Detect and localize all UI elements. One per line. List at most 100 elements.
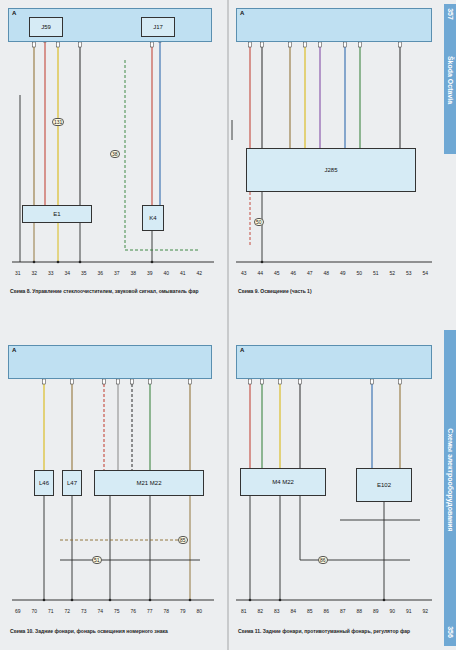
component-code: K4 xyxy=(149,215,156,222)
splice-dot xyxy=(149,599,152,602)
fuse-terminal xyxy=(43,379,46,384)
component-code: A xyxy=(12,10,16,17)
wire xyxy=(300,496,301,560)
splice-dot xyxy=(33,261,36,264)
fuse-terminal xyxy=(249,379,252,384)
terminal-number: 70 xyxy=(31,608,39,614)
terminal-number: 34 xyxy=(64,270,72,276)
fuse-terminal xyxy=(189,379,192,384)
wire-connector xyxy=(45,37,46,205)
terminal-number: 82 xyxy=(257,608,265,614)
fuse-terminal xyxy=(57,42,60,47)
control-unit-band: A J59 J17 xyxy=(8,8,212,42)
terminal-number: 44 xyxy=(257,270,265,276)
callout-number: 51 xyxy=(92,556,102,564)
component-code: J17 xyxy=(153,24,163,31)
wire-connector xyxy=(72,379,73,470)
page-number: 357 xyxy=(446,8,454,20)
terminal-number: 72 xyxy=(64,608,72,614)
wire-connector xyxy=(345,42,346,148)
terminal-number: 42 xyxy=(196,270,204,276)
ground-bus xyxy=(236,261,432,262)
terminal-number: 32 xyxy=(31,270,39,276)
wire-connector xyxy=(80,42,81,205)
wire xyxy=(110,496,111,600)
terminal-number: 52 xyxy=(389,270,397,276)
fuse-terminal xyxy=(359,42,362,47)
figure-caption: Схема 9. Освещение (часть 1) xyxy=(238,288,443,294)
component-code: E1 xyxy=(53,211,60,218)
component-code: A xyxy=(240,10,244,17)
component-code: E102 xyxy=(377,482,391,489)
splice-dot xyxy=(109,599,112,602)
ground-bus xyxy=(12,599,214,600)
component-box: E1 xyxy=(22,205,92,223)
terminal-number: 90 xyxy=(389,608,397,614)
wire xyxy=(60,540,190,541)
wire-connector xyxy=(250,42,251,148)
fuse-terminal xyxy=(371,379,374,384)
terminal-number: 40 xyxy=(163,270,171,276)
wire-connector xyxy=(305,42,306,148)
terminal-number: 75 xyxy=(113,608,121,614)
component-box: L46 xyxy=(34,470,54,496)
page-fold xyxy=(227,0,229,650)
fuse-terminal xyxy=(279,379,282,384)
wire-connector xyxy=(152,42,153,205)
book-title: Škoda Octavia xyxy=(446,56,454,104)
terminal-number: 47 xyxy=(306,270,314,276)
terminal-number: 79 xyxy=(179,608,187,614)
fuse-terminal xyxy=(71,379,74,384)
terminal-number: 38 xyxy=(130,270,138,276)
terminal-number: 51 xyxy=(372,270,380,276)
wire xyxy=(262,192,263,262)
wire xyxy=(58,223,59,262)
terminal-number: 83 xyxy=(273,608,281,614)
wire-connector xyxy=(400,42,401,148)
wire xyxy=(150,496,151,600)
wire xyxy=(232,120,233,140)
terminal-number: 73 xyxy=(80,608,88,614)
callout-number: 86 xyxy=(318,556,328,564)
terminal-number: 87 xyxy=(339,608,347,614)
fuse-terminal xyxy=(33,42,36,47)
section-title: Схемы электрооборудования xyxy=(446,428,454,531)
component-box: J17 xyxy=(141,17,175,37)
wire xyxy=(44,496,45,600)
terminal-number: 80 xyxy=(196,608,204,614)
component-code: J285 xyxy=(324,167,337,174)
figure-caption: Схема 11. Задние фонари, противотуманный… xyxy=(238,628,443,634)
page-number: 356 xyxy=(446,626,454,638)
wire-connector xyxy=(250,379,251,468)
terminal-number: 69 xyxy=(14,608,22,614)
terminal-number: 37 xyxy=(113,270,121,276)
wire xyxy=(152,231,153,262)
fuse-terminal xyxy=(117,379,120,384)
component-code: J59 xyxy=(41,24,51,31)
terminal-number: 41 xyxy=(179,270,187,276)
wire xyxy=(280,496,281,600)
fuse-terminal xyxy=(261,379,264,384)
wire xyxy=(125,250,200,251)
fuse-terminal xyxy=(149,379,152,384)
control-unit-band: A xyxy=(236,8,432,42)
component-code: A xyxy=(240,347,244,354)
terminal-number: 39 xyxy=(146,270,154,276)
terminal-number: 46 xyxy=(290,270,298,276)
terminal-number: 76 xyxy=(130,608,138,614)
terminal-number: 36 xyxy=(97,270,105,276)
fuse-terminal xyxy=(319,42,322,47)
terminal-number: 92 xyxy=(422,608,430,614)
figure-caption: Схема 8. Управление стеклоочистителем, з… xyxy=(10,288,215,294)
wire-connector xyxy=(118,379,119,470)
callout-number: 38 xyxy=(110,150,120,158)
splice-dot xyxy=(79,261,82,264)
wire xyxy=(250,192,251,245)
wire-connector xyxy=(160,37,161,205)
wire xyxy=(20,95,21,262)
wire xyxy=(190,496,191,600)
splice-dot xyxy=(383,599,386,602)
terminal-number: 85 xyxy=(306,608,314,614)
wire-connector xyxy=(290,42,291,148)
